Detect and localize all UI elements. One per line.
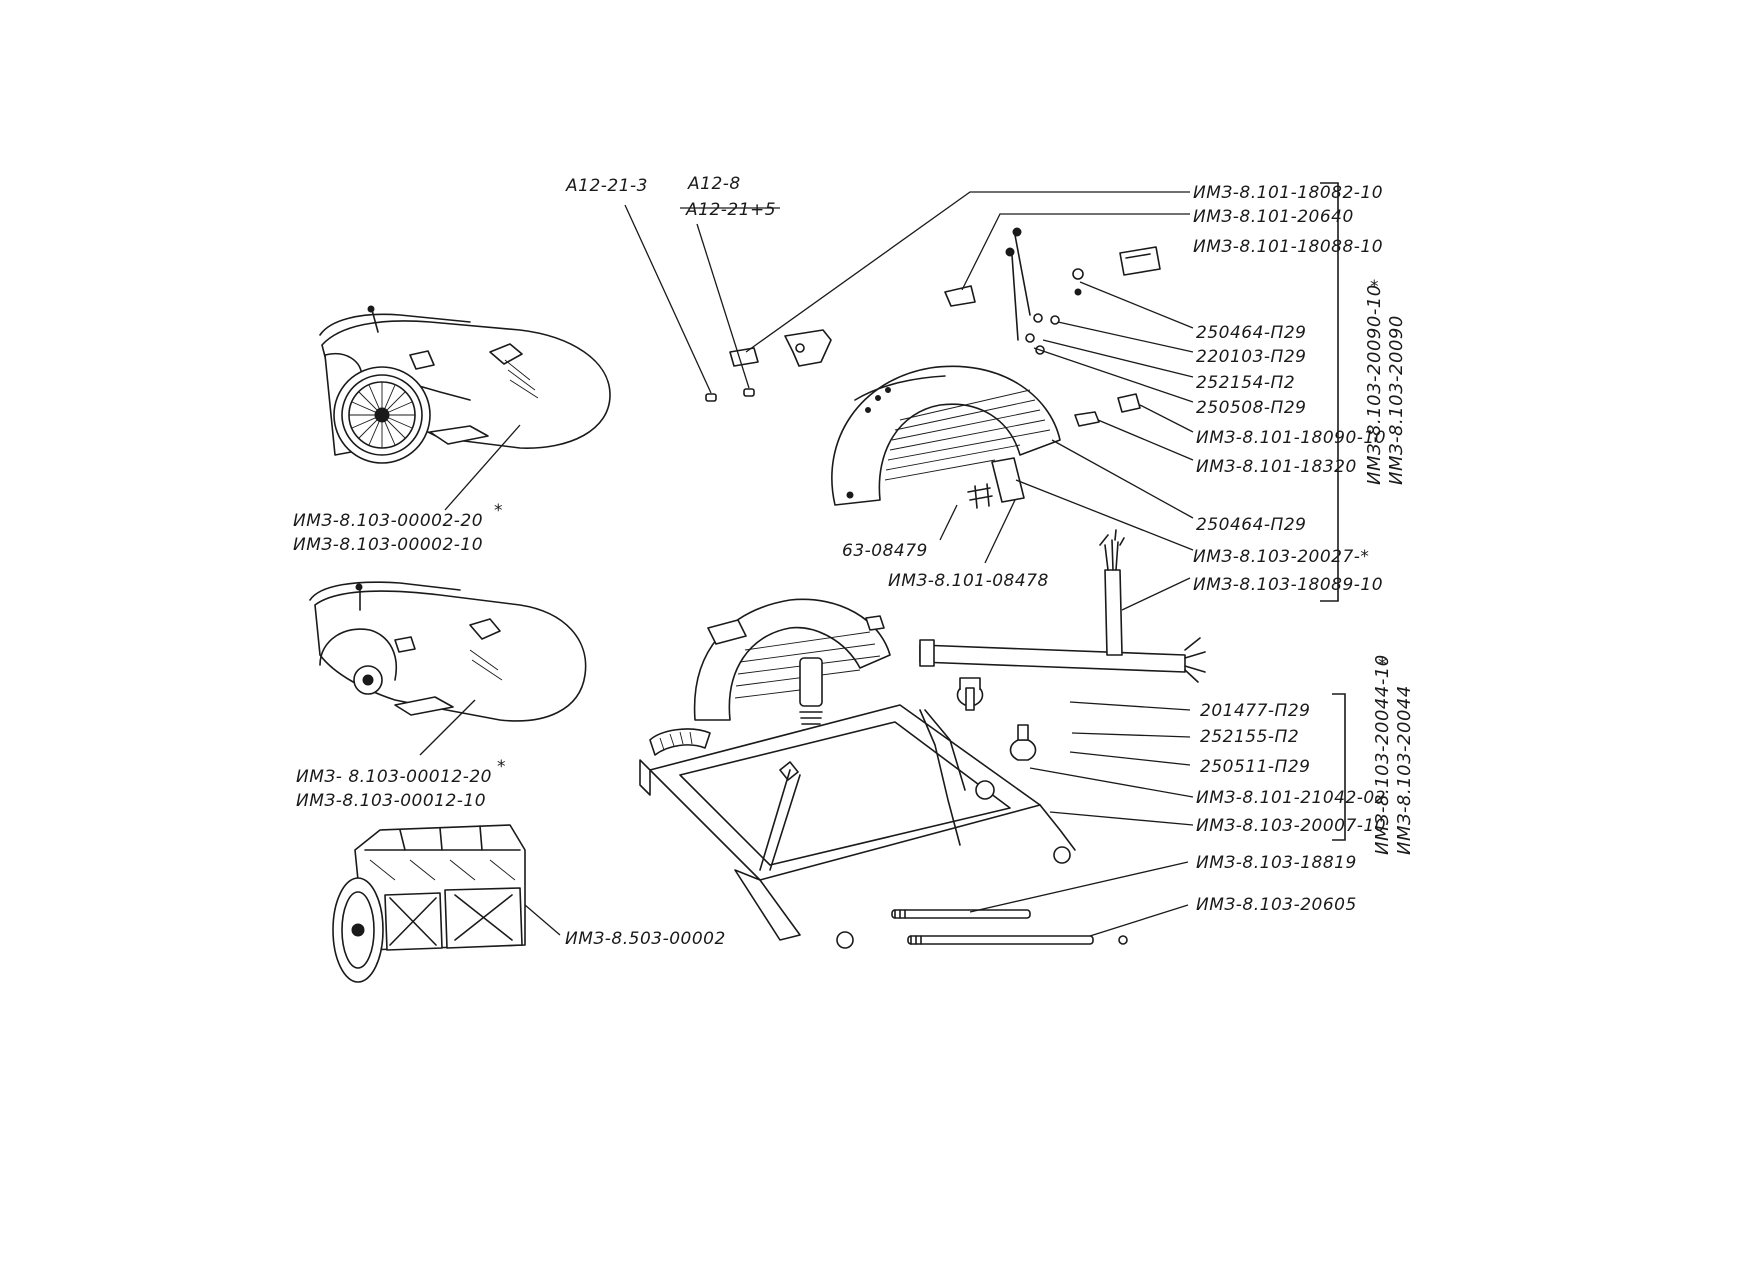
group-brackets bbox=[1320, 182, 1346, 841]
label-group-20044: ИМЗ-8.103-20044 bbox=[1394, 685, 1415, 855]
label-18090-10: ИМЗ-8.101-18090-10 bbox=[1196, 428, 1386, 448]
label-503-00002: ИМЗ-8.503-00002 bbox=[565, 929, 726, 949]
frame-assembly-drawing bbox=[639, 598, 1076, 949]
straps-drawing bbox=[891, 909, 1128, 945]
label-00002-20: ИМЗ-8.103-00002-20 bbox=[293, 511, 483, 531]
label-group-20090-10: ИМЗ-8.103-20090-10 bbox=[1364, 284, 1385, 485]
label-a12-21-5: А12-21+5 bbox=[685, 200, 776, 220]
label-20007-10: ИМЗ-8.103-20007-10 bbox=[1196, 816, 1386, 836]
label-18088-10: ИМЗ-8.101-18088-10 bbox=[1193, 237, 1383, 257]
sidecar-assembly-00002-drawing bbox=[319, 305, 611, 464]
mudguard-drawing bbox=[831, 365, 1061, 509]
label-20605: ИМЗ-8.103-20605 bbox=[1196, 895, 1357, 915]
wiring-harness-drawing bbox=[919, 529, 1206, 683]
small-pins-drawing bbox=[705, 388, 755, 402]
part-labels: А12-21-3 А12-8 А12-21+5 ИМЗ-8.101-18082-… bbox=[293, 174, 1386, 949]
label-star-20090: * bbox=[1370, 277, 1379, 297]
label-250464-p29-bottom: 250464-П29 bbox=[1196, 515, 1306, 535]
label-18082-10: ИМЗ-8.101-18082-10 bbox=[1193, 183, 1383, 203]
label-18089-10: ИМЗ-8.103-18089-10 bbox=[1193, 575, 1383, 595]
label-a12-8: А12-8 bbox=[687, 174, 741, 194]
label-18320: ИМЗ-8.101-18320 bbox=[1196, 457, 1357, 477]
label-63-08479: 63-08479 bbox=[842, 541, 928, 561]
label-18819: ИМЗ-8.103-18819 bbox=[1196, 853, 1357, 873]
label-252155-p2: 252155-П2 bbox=[1200, 727, 1299, 747]
label-252154-p2: 252154-П2 bbox=[1196, 373, 1295, 393]
sidecar-assembly-00012-drawing bbox=[309, 581, 587, 722]
leader-lines bbox=[419, 191, 1194, 937]
label-00002-10: ИМЗ-8.103-00002-10 bbox=[293, 535, 483, 555]
label-201477-p29: 201477-П29 bbox=[1200, 701, 1310, 721]
vertical-group-labels: ИМЗ-8.103-20090-10 * ИМЗ-8.103-20090 ИМЗ… bbox=[1364, 277, 1415, 855]
fasteners-cluster-drawing bbox=[1005, 227, 1141, 443]
label-00012-10: ИМЗ-8.103-00012-10 bbox=[296, 791, 486, 811]
label-group-20044-10: ИМЗ-8.103-20044-10 bbox=[1372, 654, 1393, 855]
label-21042-02: ИМЗ-8.101-21042-02 bbox=[1196, 788, 1386, 808]
label-star-20044: * bbox=[1378, 655, 1387, 675]
label-250511-p29: 250511-П29 bbox=[1200, 757, 1310, 777]
label-star-00002: * bbox=[494, 501, 503, 521]
label-20640: ИМЗ-8.101-20640 bbox=[1193, 207, 1354, 227]
label-250464-p29-top: 250464-П29 bbox=[1196, 323, 1306, 343]
label-08478: ИМЗ-8.101-08478 bbox=[888, 571, 1049, 591]
label-star-00012: * bbox=[497, 757, 506, 777]
label-220103-p29: 220103-П29 bbox=[1196, 347, 1306, 367]
label-250508-p29: 250508-П29 bbox=[1196, 398, 1306, 418]
label-20027: ИМЗ-8.103-20027-* bbox=[1193, 547, 1369, 567]
lamp-parts-drawing bbox=[729, 246, 1161, 367]
label-group-20090: ИМЗ-8.103-20090 bbox=[1386, 315, 1407, 485]
label-a12-21-3: А12-21-3 bbox=[565, 176, 648, 196]
cargo-sidecar-503-drawing bbox=[332, 824, 526, 983]
label-00012-20: ИМЗ- 8.103-00012-20 bbox=[296, 767, 492, 787]
